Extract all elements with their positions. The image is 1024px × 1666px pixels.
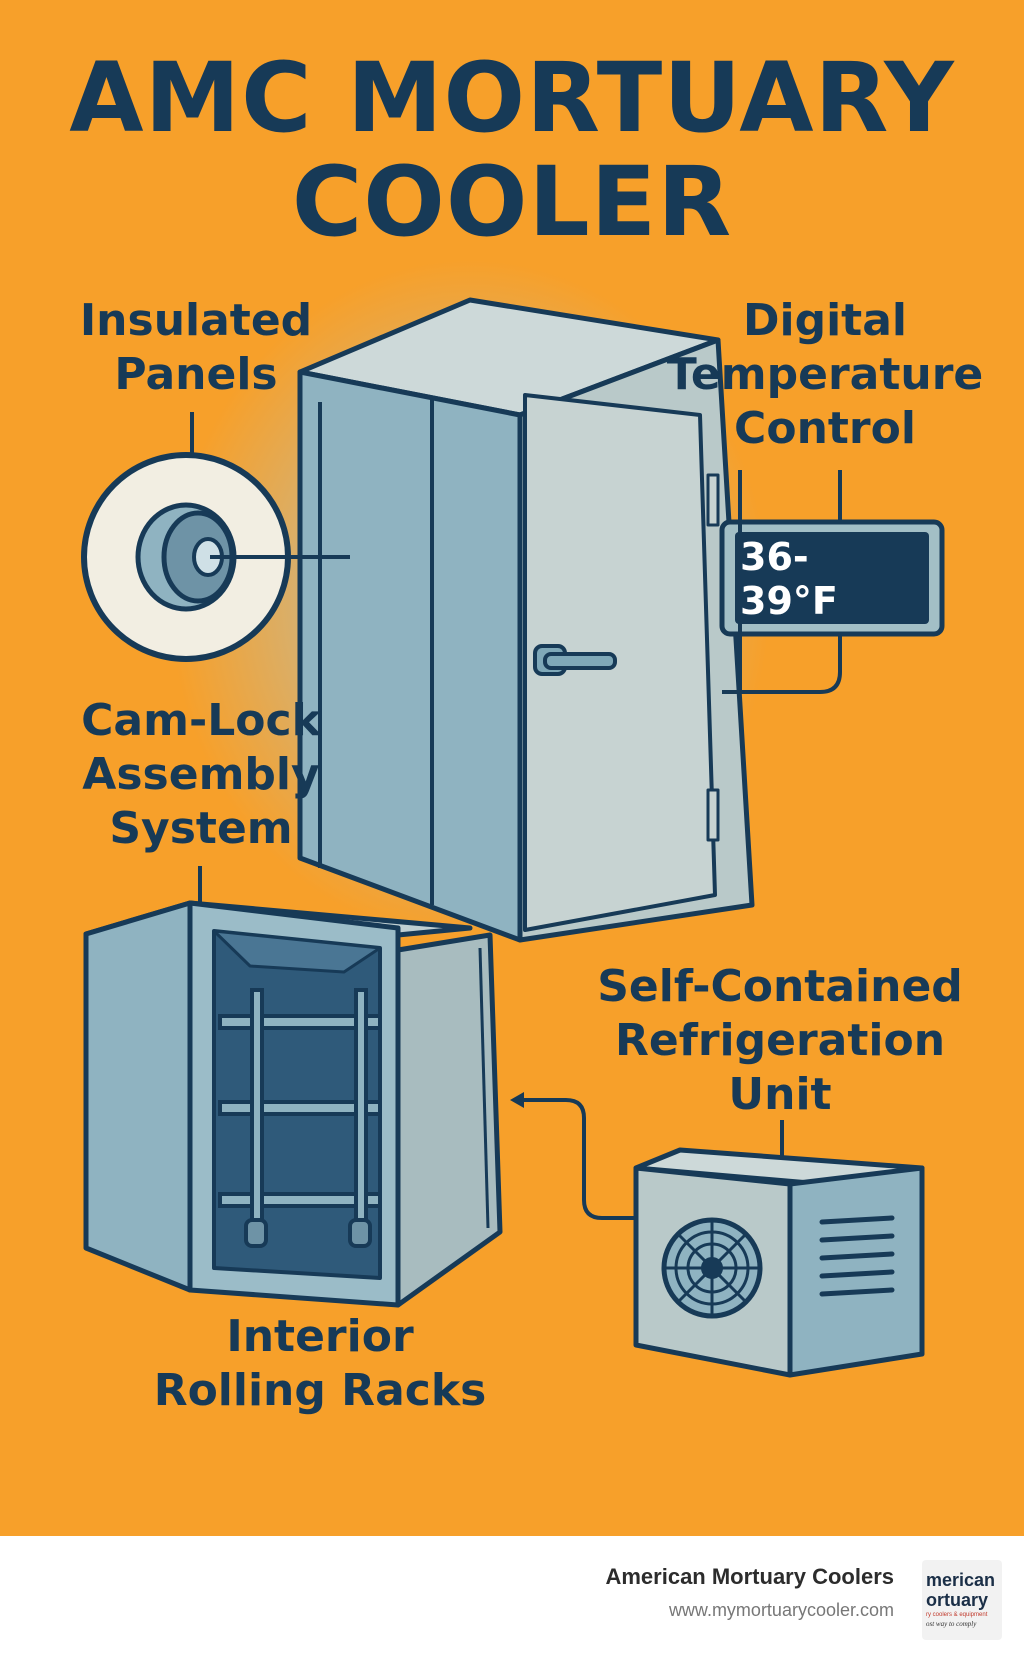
temperature-leader xyxy=(722,470,842,694)
insulated-panel-icon xyxy=(81,452,291,662)
walk-in-cooler xyxy=(297,297,755,943)
logo-line-1: merican xyxy=(926,1570,996,1590)
label-line: Digital xyxy=(743,295,907,346)
label-line: Rolling Racks xyxy=(153,1365,487,1416)
title-line-2: COOLER xyxy=(291,146,733,258)
footer: American Mortuary Coolers www.mymortuary… xyxy=(0,1536,1024,1666)
temperature-readout: 36-39°F xyxy=(740,535,838,623)
label-line: Insulated xyxy=(79,295,313,346)
label-line: Temperature xyxy=(666,349,984,400)
label-refrigeration-unit: Self-Contained Refrigeration Unit xyxy=(590,960,970,1122)
label-line: Self-Contained xyxy=(597,961,963,1012)
page-title: AMC MORTUARY COOLER xyxy=(0,46,1024,254)
logo-line-2: ortuary xyxy=(926,1590,989,1610)
label-line: Refrigeration xyxy=(614,1015,946,1066)
logo-line-3: ry coolers & equipment xyxy=(926,1612,988,1618)
label-line: Control xyxy=(734,403,916,454)
fan-icon xyxy=(661,1217,763,1319)
refrigeration-connector xyxy=(520,1098,784,1220)
label-digital-temperature-control: Digital Temperature Control xyxy=(660,294,990,456)
brand-logo: merican ortuary ry coolers & equipment o… xyxy=(922,1560,1002,1640)
artwork-panel: AMC MORTUARY COOLER Insulated Panels Dig… xyxy=(0,0,1024,1536)
door-handle-icon xyxy=(533,644,617,676)
label-line: Assembly xyxy=(82,749,320,800)
label-cam-lock-assembly: Cam-Lock Assembly System xyxy=(56,694,346,856)
temperature-display-frame xyxy=(719,519,945,637)
title-line-1: AMC MORTUARY xyxy=(69,42,955,154)
cooler-illustration xyxy=(81,260,945,1378)
label-insulated-panels: Insulated Panels xyxy=(66,294,326,402)
rolling-rack-icon xyxy=(218,988,382,1248)
label-line: System xyxy=(109,803,293,854)
unit-vents xyxy=(819,1215,895,1297)
insulated-panels-leader xyxy=(190,412,350,559)
open-cooler-door xyxy=(395,932,503,1308)
brand-url[interactable]: www.mymortuarycooler.com xyxy=(668,1600,894,1620)
label-line: Interior xyxy=(226,1311,414,1362)
connector-arrowhead xyxy=(510,1092,524,1108)
brand-name: American Mortuary Coolers xyxy=(605,1564,894,1589)
logo-line-4: ost way to comply xyxy=(926,1620,977,1628)
label-rolling-racks: Interior Rolling Racks xyxy=(140,1310,500,1418)
label-line: Unit xyxy=(728,1069,832,1120)
label-line: Panels xyxy=(114,349,278,400)
label-line: Cam-Lock xyxy=(81,695,321,746)
